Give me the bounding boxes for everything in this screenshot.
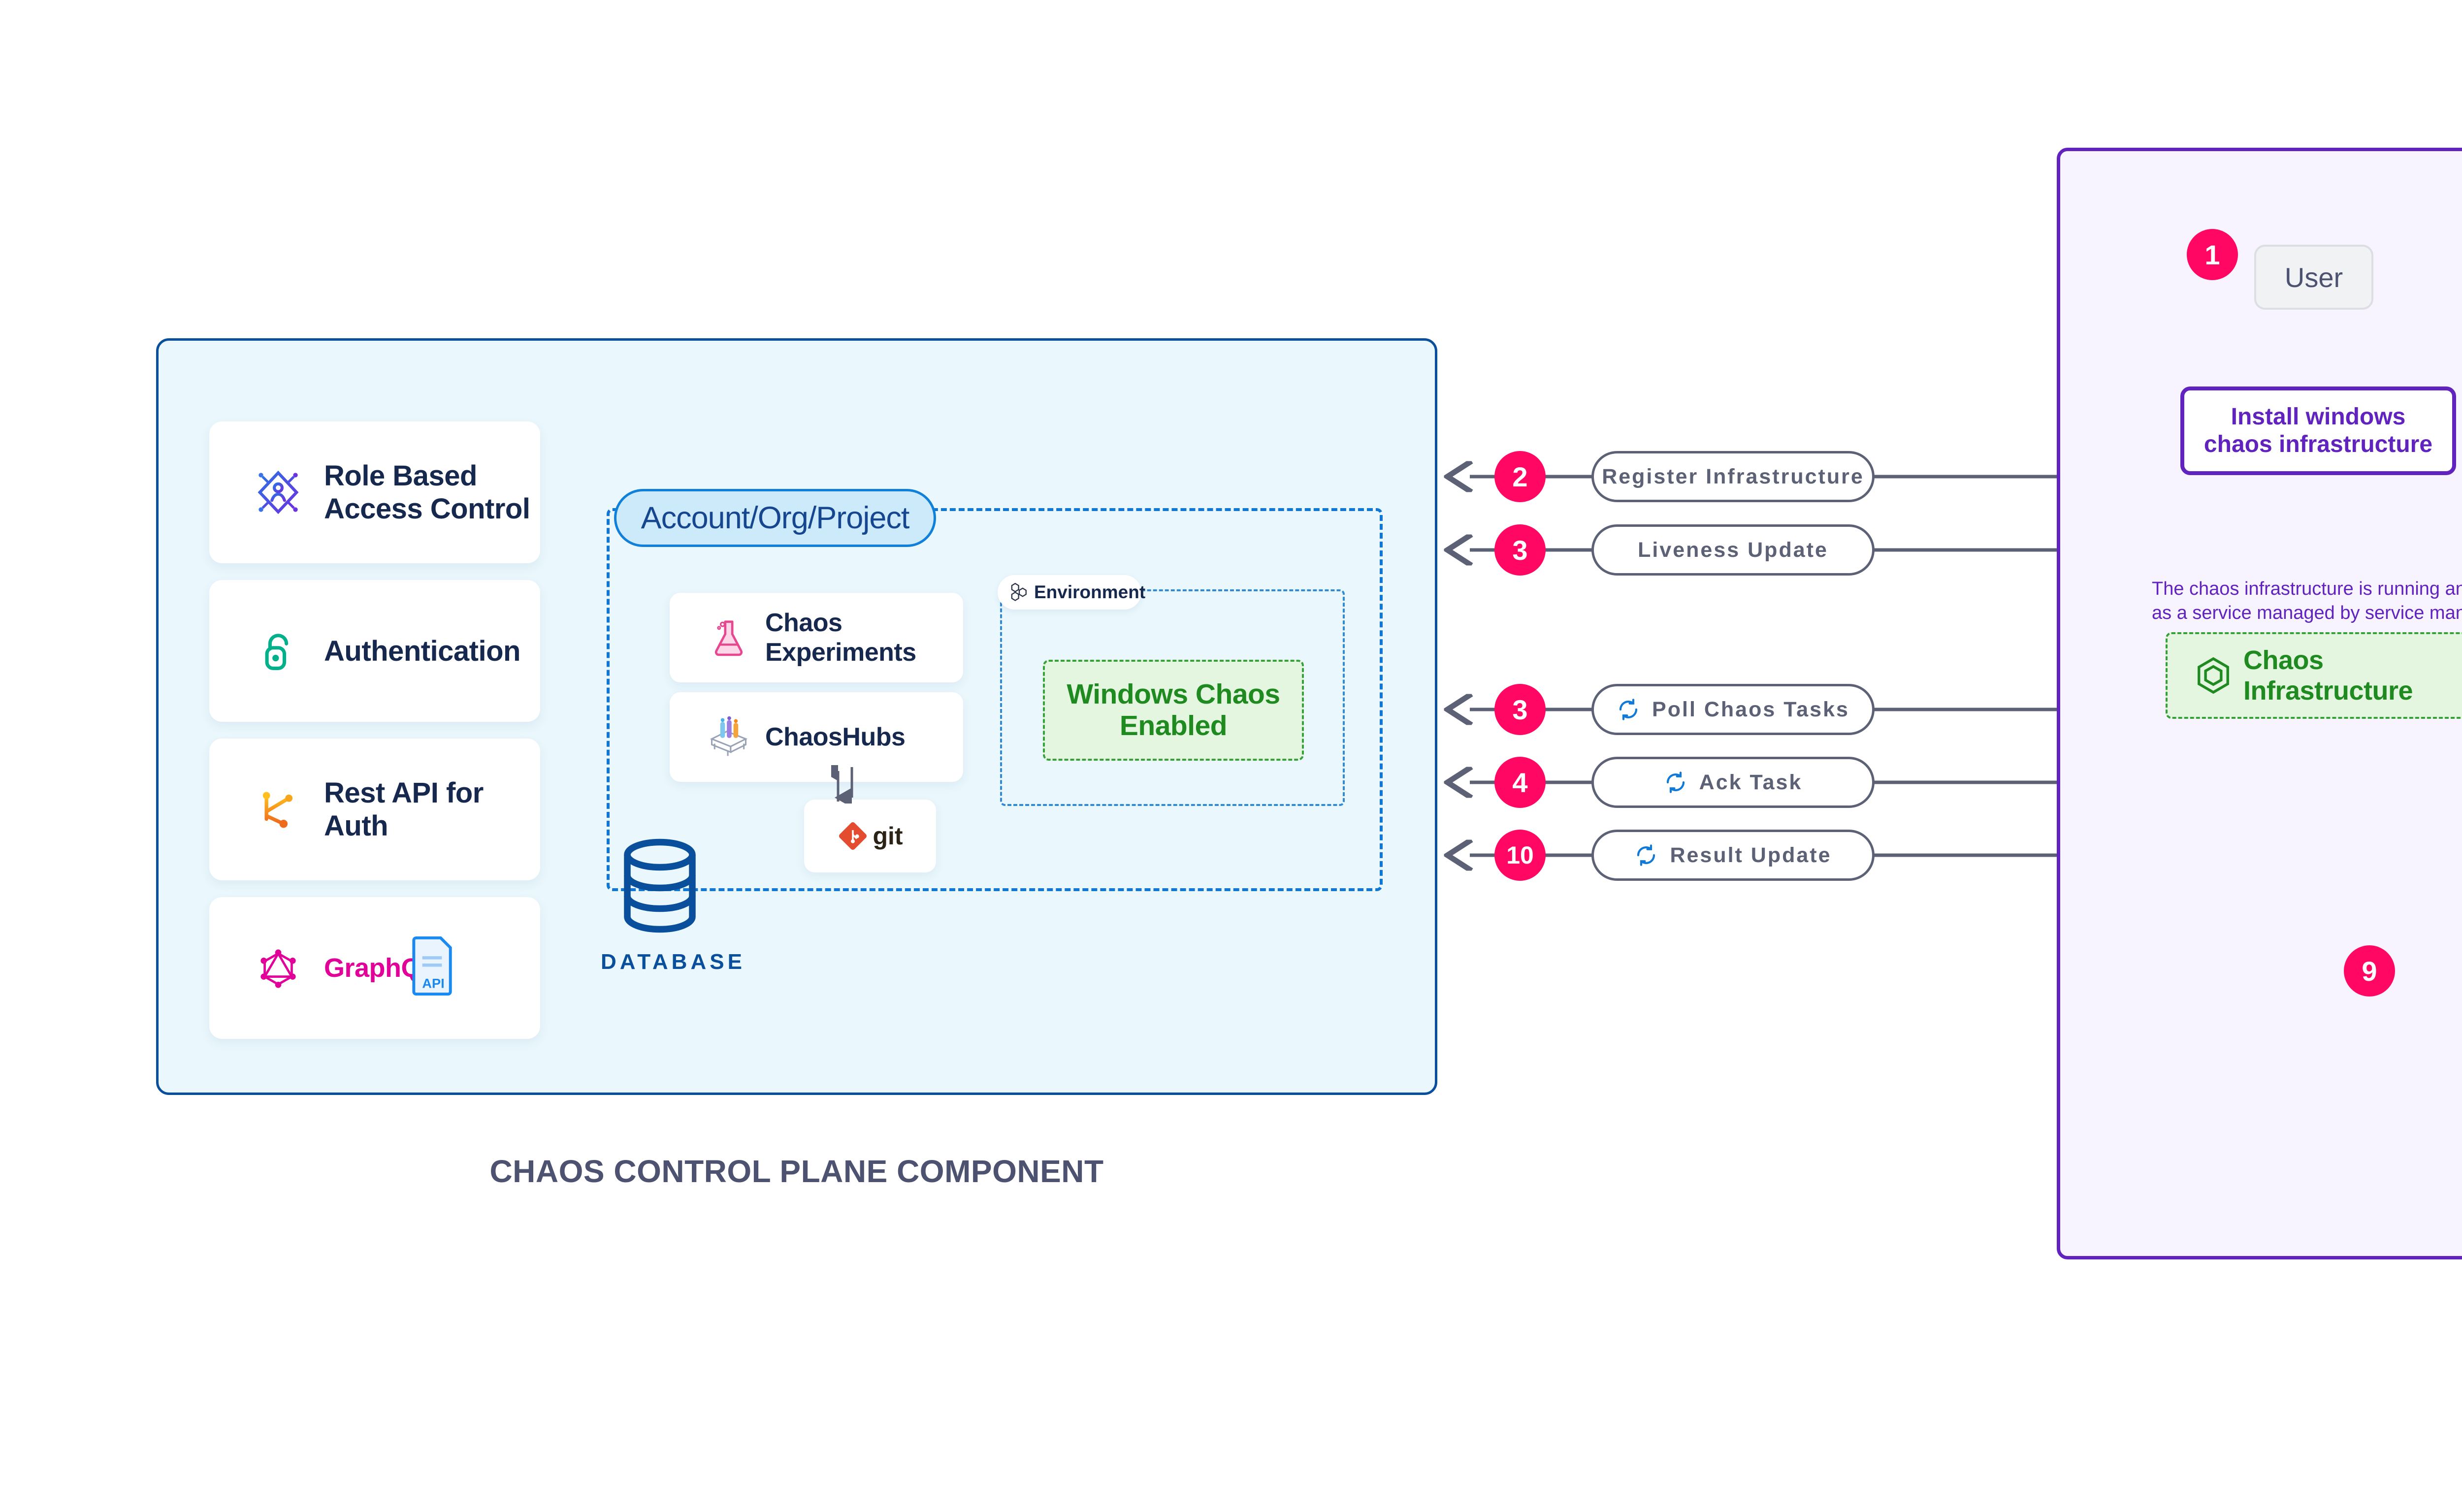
environment-label: Environment xyxy=(1034,582,1146,602)
install-windows-chaos-infrastructure-node[interactable]: Install windows chaos infrastructure xyxy=(2180,386,2456,475)
hexagon-icon xyxy=(2194,656,2233,695)
windows-chaos-enabled-status: Windows Chaos Enabled xyxy=(1043,660,1304,761)
note-chaos-infrastructure: The chaos infrastructure is running and … xyxy=(2152,579,2462,624)
card-label: Role Based Access Control xyxy=(324,460,530,525)
account-org-project-scope-box xyxy=(607,508,1383,891)
sync-icon xyxy=(1634,843,1658,867)
card-rest-api-for-auth[interactable]: Rest API for Auth xyxy=(209,739,540,880)
step-badge-results: 9 xyxy=(2344,945,2395,997)
git-icon: git xyxy=(837,820,903,852)
connector-row: 3 xyxy=(1494,684,1546,735)
api-branch-icon xyxy=(241,784,315,835)
card-label: Rest API for Auth xyxy=(324,777,484,842)
rbac-icon xyxy=(241,465,315,520)
chaos-infrastructure-label: Chaos Infrastructure xyxy=(2243,645,2413,706)
step-badge: 10 xyxy=(1494,830,1546,881)
install-label: Install windows chaos infrastructure xyxy=(2203,404,2433,457)
connector-pill-register-infrastructure[interactable]: Register Infrastructure xyxy=(1591,451,1875,502)
connector-row: 2 xyxy=(1494,451,1546,502)
chaos-infrastructure-node[interactable]: Chaos Infrastructure xyxy=(2166,632,2462,719)
connector-pill-liveness-update[interactable]: Liveness Update xyxy=(1591,524,1875,576)
card-authentication[interactable]: Authentication xyxy=(209,580,540,722)
step-badge-user: 1 xyxy=(2187,229,2238,280)
sync-icon xyxy=(1617,698,1640,721)
svg-text:API: API xyxy=(422,976,444,991)
environment-pill[interactable]: Environment xyxy=(998,575,1145,610)
step-badge: 2 xyxy=(1494,451,1546,502)
flask-icon xyxy=(699,616,758,659)
card-git[interactable]: git xyxy=(804,800,936,872)
card-chaoshubs[interactable]: ChaosHubs xyxy=(670,692,963,782)
graphql-icon xyxy=(241,945,315,991)
step-badge: 3 xyxy=(1494,684,1546,735)
user-label: User xyxy=(2284,261,2343,293)
connector-label: Register Infrastructure xyxy=(1602,464,1864,488)
hexagon-cluster-icon xyxy=(1008,581,1030,603)
connector-label: Poll Chaos Tasks xyxy=(1652,697,1849,721)
windows-chaos-enabled-label: Windows Chaos Enabled xyxy=(1067,678,1280,741)
api-document-icon: API xyxy=(412,935,454,999)
card-role-based-access-control[interactable]: Role Based Access Control xyxy=(209,421,540,563)
connector-label: Result Update xyxy=(1670,843,1832,867)
control-plane-title: CHAOS CONTROL PLANE COMPONENT xyxy=(489,1154,1104,1189)
card-label: Authentication xyxy=(324,635,520,667)
database-icon xyxy=(624,838,696,933)
card-chaos-experiments[interactable]: Chaos Experiments xyxy=(670,593,963,682)
test-tube-rack-icon xyxy=(699,714,758,760)
account-org-project-label: Account/Org/Project xyxy=(641,501,910,535)
connector-row: 3 xyxy=(1494,524,1546,576)
git-label: git xyxy=(873,822,903,850)
lock-icon xyxy=(241,626,315,676)
card-label: ChaosHubs xyxy=(765,723,906,751)
sync-icon xyxy=(1664,771,1687,794)
environment-box xyxy=(1000,589,1345,806)
database-node: DATABASE xyxy=(601,837,745,974)
connector-pill-poll-chaos-tasks[interactable]: Poll Chaos Tasks xyxy=(1591,684,1875,735)
execution-plane-title: CHAOS EXECUTION PLANE COMPONENT xyxy=(2057,1317,2462,1353)
connector-row: 10 xyxy=(1494,830,1546,881)
user-node[interactable]: User xyxy=(2254,245,2373,310)
connector-row: 4 xyxy=(1494,757,1546,808)
connector-pill-ack-task[interactable]: Ack Task xyxy=(1591,757,1875,808)
account-org-project-pill[interactable]: Account/Org/Project xyxy=(614,489,936,547)
connector-label: Ack Task xyxy=(1699,770,1803,794)
card-label: Chaos Experiments xyxy=(765,609,916,667)
connector-pill-result-update[interactable]: Result Update xyxy=(1591,830,1875,881)
step-badge: 3 xyxy=(1494,524,1546,576)
card-graphql-api[interactable]: GraphQL API xyxy=(209,897,540,1039)
connector-label: Liveness Update xyxy=(1638,538,1828,562)
step-badge: 4 xyxy=(1494,757,1546,808)
database-label: DATABASE xyxy=(601,950,745,974)
